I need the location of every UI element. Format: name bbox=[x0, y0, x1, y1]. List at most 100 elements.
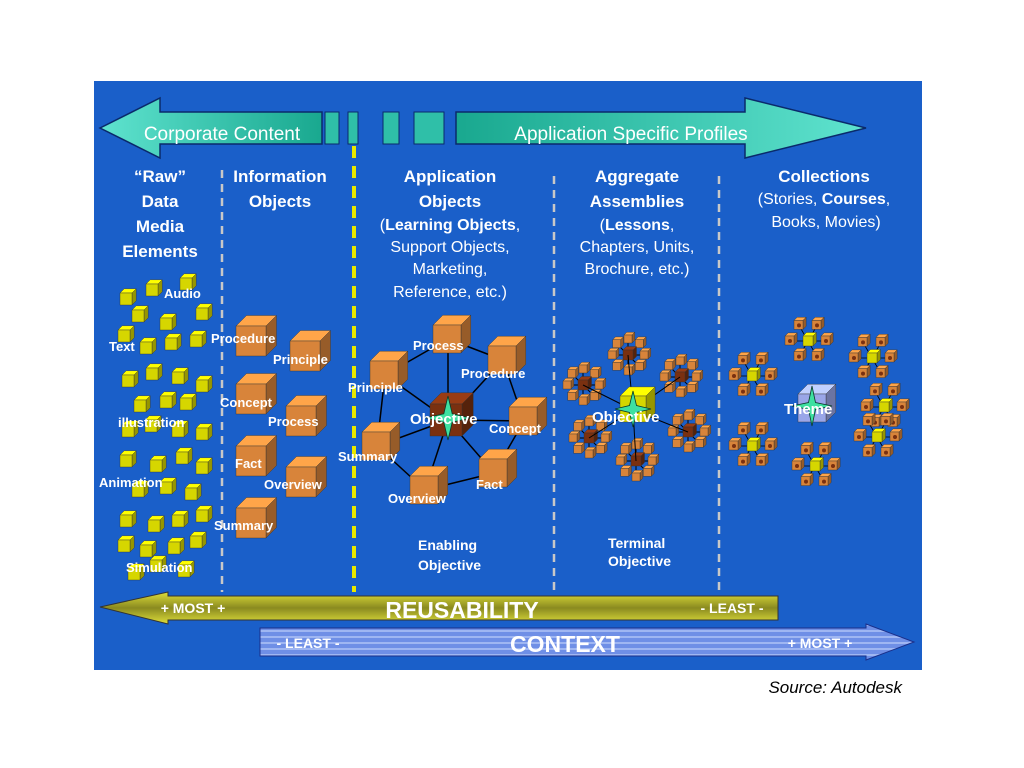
cluster-cube bbox=[686, 381, 699, 393]
cube-front bbox=[184, 487, 198, 501]
cube-front bbox=[664, 361, 673, 370]
collection-node bbox=[879, 340, 883, 345]
raw-label-animation: Animation bbox=[99, 475, 163, 490]
learning-object-cube bbox=[369, 350, 409, 390]
application-profiles-label: Application Specific Profiles bbox=[514, 124, 747, 145]
cube-front bbox=[139, 544, 153, 558]
cube-front bbox=[695, 416, 704, 425]
cluster-cube bbox=[612, 359, 624, 371]
collection-node bbox=[768, 444, 772, 448]
raw-media-cube bbox=[145, 279, 163, 297]
information-object-cube bbox=[235, 435, 277, 477]
collection-cube bbox=[737, 421, 751, 435]
collection-hub-cube bbox=[871, 428, 886, 443]
collection-cube bbox=[869, 382, 883, 396]
agg-caption-line: Objective bbox=[608, 553, 671, 569]
collection-cube bbox=[764, 367, 778, 381]
collection-node bbox=[741, 389, 745, 394]
cube-front bbox=[144, 419, 158, 433]
cube-front bbox=[594, 380, 604, 390]
cube-front bbox=[195, 509, 209, 523]
raw-heading-line: Data bbox=[142, 192, 179, 211]
collection-cube bbox=[784, 332, 798, 346]
information-object-cube bbox=[285, 395, 327, 437]
cube-front bbox=[189, 535, 203, 549]
cube-front bbox=[746, 440, 758, 452]
collection-cube bbox=[820, 332, 834, 346]
cluster-cube bbox=[694, 436, 707, 448]
header-segment bbox=[347, 111, 359, 145]
cluster-cube bbox=[612, 336, 624, 349]
info-label-process: Process bbox=[268, 414, 319, 429]
cube-front bbox=[147, 519, 161, 533]
cube-front bbox=[119, 454, 133, 468]
app-heading-line: (Learning Objects, bbox=[380, 217, 520, 234]
collection-node bbox=[759, 358, 763, 363]
raw-heading-line: Media bbox=[136, 217, 185, 236]
cube-front bbox=[623, 334, 633, 344]
cube-front bbox=[285, 405, 317, 437]
collection-node bbox=[797, 354, 801, 359]
agg-heading-line: Aggregate bbox=[595, 167, 679, 186]
cluster-cube bbox=[683, 408, 696, 421]
collection-hub-cube bbox=[746, 437, 761, 452]
collection-node bbox=[732, 444, 736, 448]
cube-front bbox=[432, 324, 462, 354]
collection-node bbox=[741, 459, 745, 464]
raw-media-cube bbox=[117, 325, 135, 343]
context-most-label: + MOST + bbox=[788, 635, 853, 651]
raw-media-cube bbox=[195, 457, 213, 475]
cube-front bbox=[596, 445, 605, 454]
collection-node bbox=[861, 340, 865, 345]
app-heading-line: Marketing, bbox=[413, 261, 488, 278]
collection-node bbox=[891, 389, 895, 394]
cube-front bbox=[119, 292, 133, 306]
raw-media-cube bbox=[147, 515, 165, 533]
cluster-cube bbox=[567, 389, 579, 401]
raw-media-cube bbox=[145, 363, 163, 381]
collection-node bbox=[888, 356, 892, 360]
cube-front bbox=[149, 559, 163, 573]
agg-heading-line: (Lessons, bbox=[600, 217, 675, 234]
collection-cube bbox=[728, 367, 742, 381]
app-node-label-concept: Concept bbox=[489, 421, 542, 436]
raw-media-cube bbox=[121, 420, 139, 438]
learning-object-cube bbox=[508, 396, 548, 436]
raw-media-cube bbox=[144, 415, 162, 433]
collection-cube bbox=[755, 382, 769, 397]
collection-cluster bbox=[728, 351, 778, 397]
lesson-cluster bbox=[615, 437, 660, 482]
cluster-cube bbox=[667, 424, 680, 437]
info-labels: Procedure Principle Concept Process Fact… bbox=[211, 331, 328, 533]
collection-cube bbox=[811, 347, 825, 362]
header-segment bbox=[413, 111, 445, 145]
collection-node bbox=[741, 358, 745, 363]
cube-front bbox=[121, 424, 135, 438]
collection-node bbox=[822, 479, 826, 484]
cube-front bbox=[584, 417, 594, 427]
cluster-cube bbox=[631, 469, 644, 482]
cluster-cube bbox=[647, 453, 660, 466]
cube-front bbox=[171, 371, 185, 385]
cube-front bbox=[687, 361, 696, 370]
app-heading-line: Application bbox=[404, 167, 497, 186]
theme-star-icon bbox=[791, 385, 833, 427]
cube-front bbox=[235, 445, 267, 477]
cube-front bbox=[121, 374, 135, 388]
cube-front bbox=[177, 564, 191, 578]
header-segment bbox=[382, 111, 400, 145]
cluster-cube bbox=[607, 347, 620, 360]
collection-node bbox=[852, 356, 856, 360]
info-heading: Information Objects bbox=[233, 167, 327, 211]
learning-object-cube bbox=[409, 465, 449, 505]
cube-front bbox=[369, 360, 399, 390]
collection-cube bbox=[853, 428, 867, 442]
cube-front bbox=[179, 397, 193, 411]
collection-hub-cube bbox=[746, 367, 761, 382]
learning-object-cube bbox=[361, 421, 401, 461]
collection-cluster bbox=[848, 333, 898, 379]
cluster-cube bbox=[631, 437, 644, 450]
collection-cube bbox=[860, 398, 874, 412]
source-credit: Source: Autodesk bbox=[768, 678, 902, 697]
cube-front bbox=[639, 350, 649, 360]
